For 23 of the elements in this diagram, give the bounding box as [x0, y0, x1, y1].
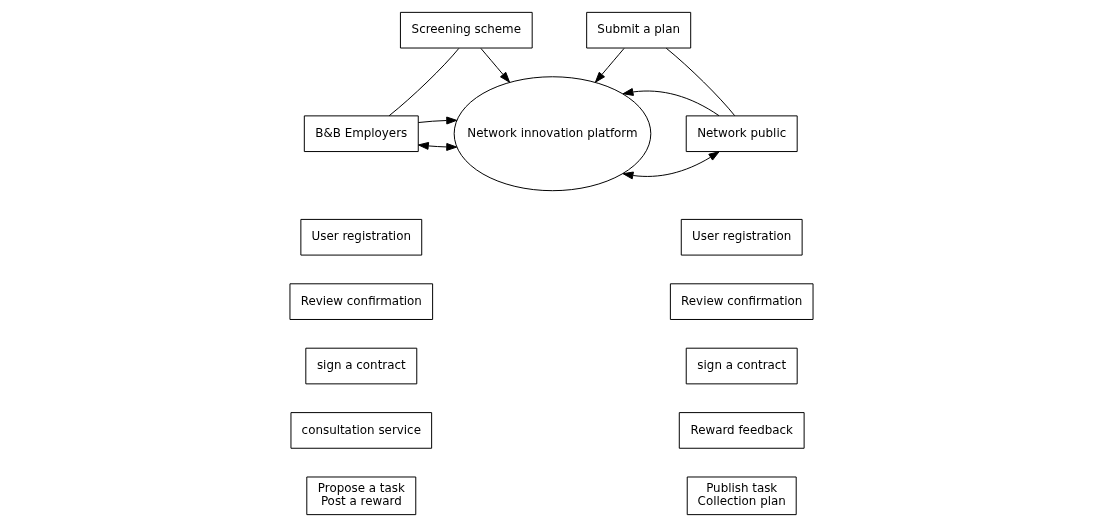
arrow: [480, 47, 511, 83]
arrow: [622, 151, 720, 180]
node-box: Review confirmation: [289, 283, 434, 320]
node-box: Publish task Collection plan: [686, 476, 797, 516]
arrow: [417, 141, 458, 151]
arrow: [622, 88, 720, 117]
connector: [388, 47, 460, 117]
node-ellipse: Network innovation platform: [453, 76, 652, 192]
node-box: Screening scheme: [399, 11, 533, 49]
node-box: Reward feedback: [678, 412, 805, 449]
arrow: [417, 116, 458, 125]
node-box: B&B Employers: [303, 115, 419, 153]
node-box: Network public: [685, 115, 798, 153]
node-box: Propose a task Post a reward: [306, 476, 417, 516]
node-box: User registration: [300, 218, 423, 256]
node-box: sign a contract: [685, 347, 798, 385]
node-box: Submit a plan: [586, 11, 692, 49]
node-box: Review confirmation: [669, 283, 814, 320]
node-box: consultation service: [290, 412, 433, 449]
arrow: [594, 47, 625, 83]
node-box: sign a contract: [305, 347, 418, 385]
connector: [665, 47, 736, 117]
node-box: User registration: [680, 218, 803, 256]
